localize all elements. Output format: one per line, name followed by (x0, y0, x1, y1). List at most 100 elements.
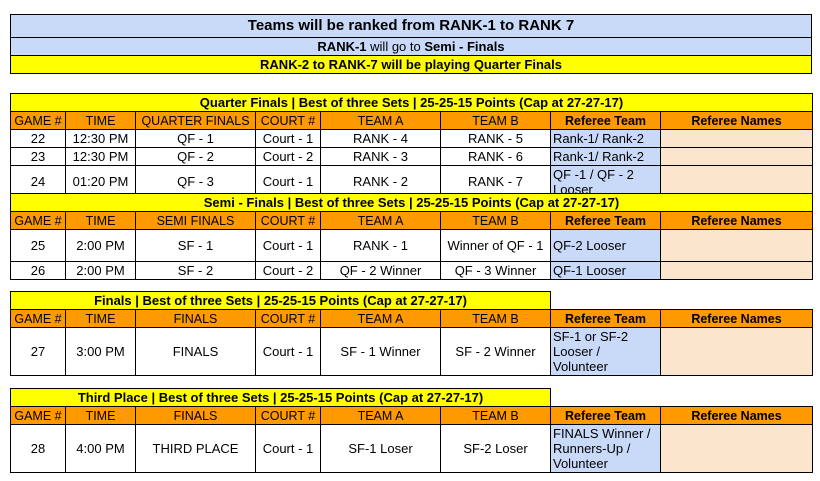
banner-semis: Semi - Finals (424, 38, 505, 54)
col-referee-team: Referee Team (550, 111, 661, 130)
team-b: Winner of QF - 1 (440, 229, 551, 262)
col-game: GAME # (10, 309, 66, 328)
court-label: Court - 1 (255, 424, 321, 473)
banner-quarter-line: RANK-2 to RANK-7 will be playing Quarter… (10, 55, 812, 74)
referee-team: QF -1 / QF - 2 Looser (550, 165, 661, 198)
team-b: RANK - 6 (440, 147, 551, 166)
banner-will-go: will go to (366, 38, 425, 54)
title-spacer (551, 292, 813, 310)
referee-team: Rank-1/ Rank-2 (550, 129, 661, 148)
col-team-a: TEAM A (320, 111, 441, 130)
col-time: TIME (65, 406, 136, 425)
team-b: SF-2 Loser (440, 424, 551, 473)
banner-rank1: RANK-1 (317, 38, 367, 54)
col-round: FINALS (135, 309, 256, 328)
team-a: QF - 2 Winner (320, 261, 441, 280)
referee-team: QF-2 Looser (550, 229, 661, 262)
col-team-b: TEAM B (440, 309, 551, 328)
col-round: QUARTER FINALS (135, 111, 256, 130)
referee-team: Rank-1/ Rank-2 (550, 147, 661, 166)
round-label: SF - 2 (135, 261, 256, 280)
referee-names-cell[interactable] (660, 424, 813, 473)
col-game: GAME # (10, 406, 66, 425)
col-team-b: TEAM B (440, 406, 551, 425)
col-round: FINALS (135, 406, 256, 425)
referee-names-cell[interactable] (660, 327, 813, 376)
team-b: RANK - 5 (440, 129, 551, 148)
game-number: 28 (10, 424, 66, 473)
referee-team: SF-1 or SF-2 Looser / Volunteer (550, 327, 661, 376)
col-court: COURT # (255, 406, 321, 425)
game-time: 2:00 PM (65, 229, 136, 262)
table-row: 24 01:20 PM QF - 3 Court - 1 RANK - 2 RA… (10, 165, 813, 198)
rank-banner: Teams will be ranked from RANK-1 to RANK… (10, 14, 812, 74)
col-referee-names: Referee Names (660, 211, 813, 230)
third-place-table: Third Place | Best of three Sets | 25-25… (10, 388, 813, 473)
finals-table: Finals | Best of three Sets | 25-25-15 P… (10, 291, 813, 376)
referee-names-cell[interactable] (660, 261, 813, 280)
court-label: Court - 1 (255, 129, 321, 148)
col-referee-team: Referee Team (550, 309, 661, 328)
court-label: Court - 1 (255, 229, 321, 262)
game-number: 26 (10, 261, 66, 280)
col-referee-names: Referee Names (660, 111, 813, 130)
col-game: GAME # (10, 111, 66, 130)
game-time: 12:30 PM (65, 147, 136, 166)
team-b: QF - 3 Winner (440, 261, 551, 280)
team-a: RANK - 3 (320, 147, 441, 166)
court-label: Court - 2 (255, 147, 321, 166)
game-number: 24 (10, 165, 66, 198)
third-place-title: Third Place | Best of three Sets | 25-25… (10, 388, 551, 407)
banner-title: Teams will be ranked from RANK-1 to RANK… (10, 14, 812, 38)
round-label: QF - 1 (135, 129, 256, 148)
game-number: 22 (10, 129, 66, 148)
col-round: SEMI FINALS (135, 211, 256, 230)
round-label: THIRD PLACE (135, 424, 256, 473)
quarter-finals-table: Quarter Finals | Best of three Sets | 25… (10, 93, 813, 198)
referee-team: QF-1 Looser (550, 261, 661, 280)
col-court: COURT # (255, 309, 321, 328)
col-referee-names: Referee Names (660, 406, 813, 425)
game-number: 23 (10, 147, 66, 166)
game-time: 3:00 PM (65, 327, 136, 376)
team-a: SF - 1 Winner (320, 327, 441, 376)
col-court: COURT # (255, 111, 321, 130)
referee-team: FINALS Winner / Runners-Up / Volunteer (550, 424, 661, 473)
table-row: 25 2:00 PM SF - 1 Court - 1 RANK - 1 Win… (10, 229, 813, 262)
col-referee-team: Referee Team (550, 211, 661, 230)
finals-title: Finals | Best of three Sets | 25-25-15 P… (10, 291, 551, 310)
team-b: SF - 2 Winner (440, 327, 551, 376)
referee-names-cell[interactable] (660, 129, 813, 148)
col-time: TIME (65, 111, 136, 130)
round-label: SF - 1 (135, 229, 256, 262)
court-label: Court - 1 (255, 327, 321, 376)
game-number: 25 (10, 229, 66, 262)
col-time: TIME (65, 309, 136, 328)
table-row: 28 4:00 PM THIRD PLACE Court - 1 SF-1 Lo… (10, 424, 813, 473)
game-time: 2:00 PM (65, 261, 136, 280)
col-team-a: TEAM A (320, 211, 441, 230)
col-team-b: TEAM B (440, 211, 551, 230)
referee-names-cell[interactable] (660, 147, 813, 166)
court-label: Court - 1 (255, 165, 321, 198)
game-time: 4:00 PM (65, 424, 136, 473)
col-team-b: TEAM B (440, 111, 551, 130)
col-referee-team: Referee Team (550, 406, 661, 425)
col-court: COURT # (255, 211, 321, 230)
team-a: RANK - 4 (320, 129, 441, 148)
team-a: SF-1 Loser (320, 424, 441, 473)
col-game: GAME # (10, 211, 66, 230)
team-a: RANK - 1 (320, 229, 441, 262)
game-number: 27 (10, 327, 66, 376)
table-row: 26 2:00 PM SF - 2 Court - 2 QF - 2 Winne… (10, 261, 813, 280)
semi-finals-table: Semi - Finals | Best of three Sets | 25-… (10, 193, 813, 280)
game-time: 01:20 PM (65, 165, 136, 198)
col-team-a: TEAM A (320, 406, 441, 425)
court-label: Court - 2 (255, 261, 321, 280)
banner-rank1-line: RANK-1 will go to Semi - Finals (10, 37, 812, 56)
game-time: 12:30 PM (65, 129, 136, 148)
col-referee-names: Referee Names (660, 309, 813, 328)
referee-names-cell[interactable] (660, 229, 813, 262)
table-row: 27 3:00 PM FINALS Court - 1 SF - 1 Winne… (10, 327, 813, 376)
semi-finals-title: Semi - Finals | Best of three Sets | 25-… (10, 193, 813, 212)
